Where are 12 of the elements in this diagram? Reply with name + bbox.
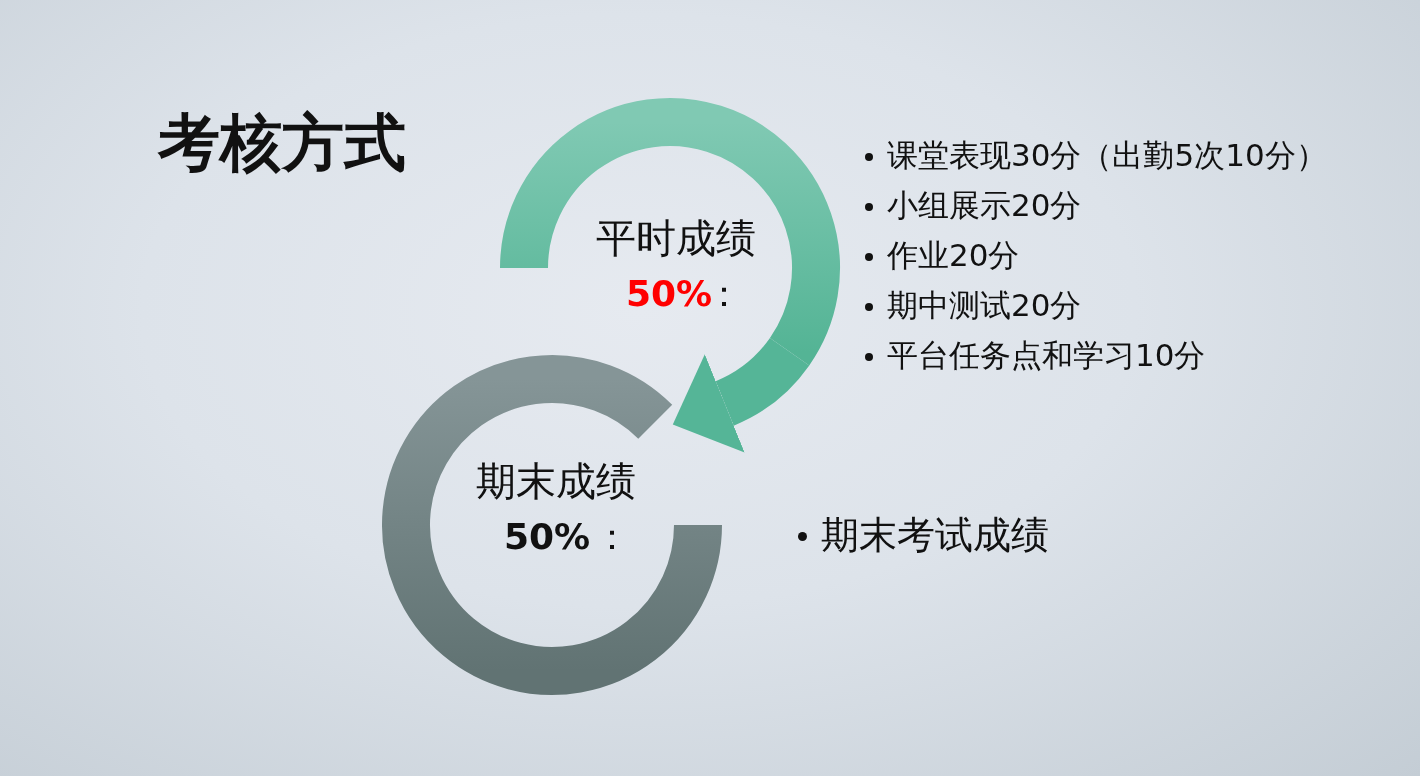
list-item: 作业20分 (887, 240, 1020, 271)
ring-label: 期末成绩 (476, 461, 636, 501)
list-item: 平台任务点和学习10分 (887, 340, 1206, 371)
list-item: 小组展示20分 (887, 190, 1082, 221)
list-item: 课堂表现30分（出勤5次10分） (887, 140, 1327, 171)
list-item: 期末考试成绩 (821, 516, 1049, 554)
percentage: 50% (504, 519, 591, 555)
list-item: 期中测试20分 (887, 290, 1082, 321)
ring-label: 平时成绩 (596, 218, 756, 258)
colon: ： (594, 519, 630, 555)
arrow (674, 336, 809, 452)
title: 考核方式 (158, 112, 406, 174)
